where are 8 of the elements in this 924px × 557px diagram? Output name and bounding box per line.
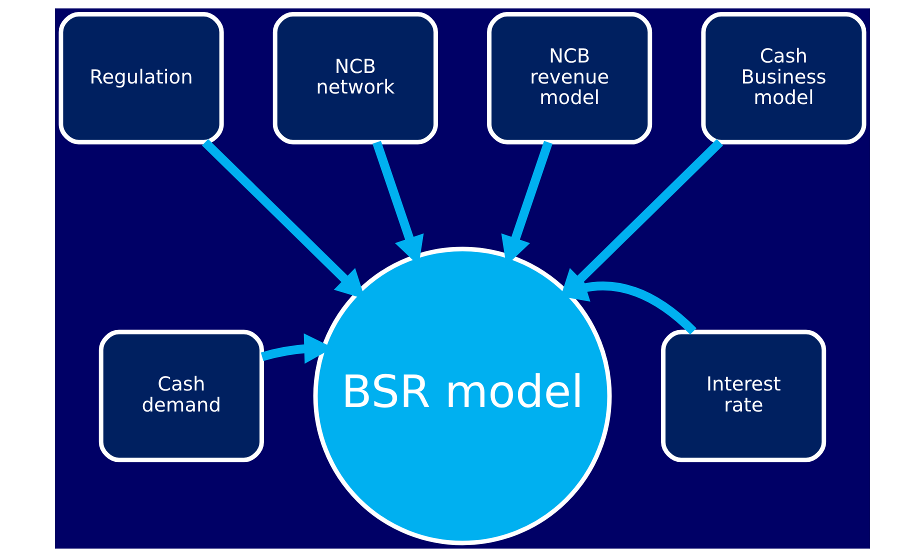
node-box: NCB network [272, 12, 438, 144]
node-box: Interest rate [660, 330, 826, 462]
node-box: NCB revenue model [486, 12, 652, 144]
node-box: Cash Business model [700, 12, 866, 144]
node-circle: BSR model [312, 246, 612, 546]
node-box: Regulation [58, 12, 224, 144]
node-box: Cash demand [98, 330, 264, 462]
arrow [201, 139, 365, 300]
